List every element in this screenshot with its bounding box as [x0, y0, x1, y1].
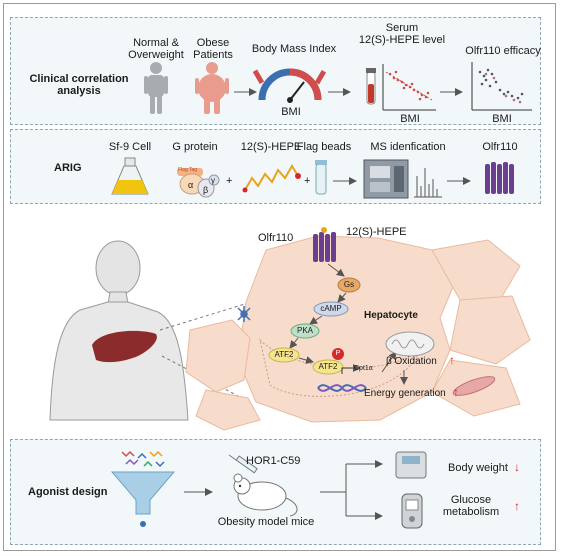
atf2-a-label: ATF2: [274, 350, 294, 359]
mitochondrion-icon: [385, 331, 435, 357]
mice-label: Obesity model mice: [217, 516, 315, 528]
glucose-up-icon: ↑: [514, 499, 520, 513]
phospho-label: P: [335, 350, 341, 357]
alpha-label: α: [188, 180, 194, 190]
hepe-label: 12(S)-HEPE: [240, 141, 302, 153]
gs-label: Gs: [343, 280, 355, 289]
muscle-fiber-icon: [452, 376, 496, 396]
normal-label: Normal &Overweight: [128, 37, 184, 61]
flag-bead-tube-icon: [315, 160, 327, 195]
hepatocyte-label: Hepatocyte: [364, 310, 418, 321]
bmi-title: Body Mass Index: [251, 43, 337, 55]
compound-label: HOR1-C59: [246, 455, 301, 467]
sf9-label: Sf-9 Cell: [108, 141, 152, 153]
molecule-chain-icon: [242, 164, 301, 193]
atf2-b-label: ATF2: [318, 362, 338, 371]
olfr110-mech-label: Olfr110: [258, 232, 294, 244]
arrow-receptor-gs: [327, 263, 345, 277]
ms-label: MS idenfication: [370, 141, 446, 153]
arrow-gs-camp: [337, 292, 347, 303]
human-torso-icon: [49, 240, 189, 421]
efficacy-title: Olfr110 efficacy: [465, 45, 541, 57]
zoom-line-top: [159, 299, 259, 331]
clinical-panel: [10, 17, 541, 125]
plus-1: +: [226, 175, 233, 187]
body-weight-label: Body weight: [448, 462, 508, 474]
pka-node: [290, 323, 320, 339]
serum-axis-label: BMI: [400, 113, 420, 125]
flag-tag-label: Flag Tag: [178, 167, 198, 173]
person-normal-icon: [144, 62, 168, 114]
efficacy-axis-label: BMI: [492, 113, 512, 125]
neuron-cell-icon: [237, 306, 251, 322]
scale-icon: [395, 451, 427, 479]
bmi-gauge-icon: [252, 68, 327, 103]
phospho-node: [332, 348, 344, 360]
arig-panel: [10, 129, 541, 204]
energy-label: Energy generation: [364, 388, 446, 399]
arrow-pka-atf2: [289, 337, 299, 349]
energy-up-icon: ↑: [453, 385, 459, 399]
camp-label: cAMP: [320, 304, 342, 313]
bmi-gauge-label: BMI: [281, 106, 301, 118]
compound-library-icon: [121, 450, 165, 468]
gs-node: [337, 277, 361, 293]
serum-scatter-plot-icon: [382, 64, 436, 111]
selected-compound-icon: [140, 521, 146, 527]
transcription-arrow: [341, 364, 361, 374]
gamma-label: γ: [211, 176, 215, 185]
flask-icon: [111, 157, 149, 195]
dna-icon: [317, 384, 367, 392]
liver-icon: [92, 330, 157, 363]
body-weight-down-icon: ↓: [514, 460, 520, 474]
outer-frame: [3, 3, 556, 551]
camp-node: [313, 301, 349, 317]
atf2-node-b: [312, 359, 344, 375]
mass-spectrometer-icon: [363, 159, 442, 199]
cpt1a-label: Cpt1α: [354, 365, 373, 372]
pka-label: PKA: [296, 326, 313, 335]
blood-tube-icon: [366, 68, 376, 105]
olfr-arig-label: Olfr110: [482, 141, 518, 153]
arig-heading: ARIG: [54, 162, 82, 174]
beta-oxidation-label: β Oxidation: [386, 356, 437, 367]
olfr110-receptor-icon: [313, 227, 336, 262]
person-obese-icon: [195, 62, 229, 114]
receptor-icon: [485, 162, 514, 194]
plus-2: +: [304, 175, 311, 187]
arrow-camp-pka: [309, 315, 323, 325]
arrow-atf2-atf2: [298, 356, 314, 364]
glucometer-icon: [401, 493, 423, 529]
flag-label: Flag beads: [296, 141, 352, 153]
hepatocyte-tissue: [185, 235, 531, 431]
beta-oxidation-up-icon: ↑: [449, 353, 455, 367]
g-protein-icon: [177, 168, 220, 198]
hepe-mech-label: 12(S)-HEPE: [346, 226, 407, 238]
syringe-icon: [228, 454, 258, 474]
arrow-to-mito: [381, 351, 397, 373]
agonist-heading: Agonist design: [28, 486, 108, 498]
mouse-icon: [233, 473, 298, 517]
gprotein-label: G protein: [172, 141, 218, 153]
beta-label: β: [203, 185, 209, 195]
efficacy-scatter-plot-icon: [471, 62, 532, 111]
funnel-icon: [110, 471, 176, 515]
